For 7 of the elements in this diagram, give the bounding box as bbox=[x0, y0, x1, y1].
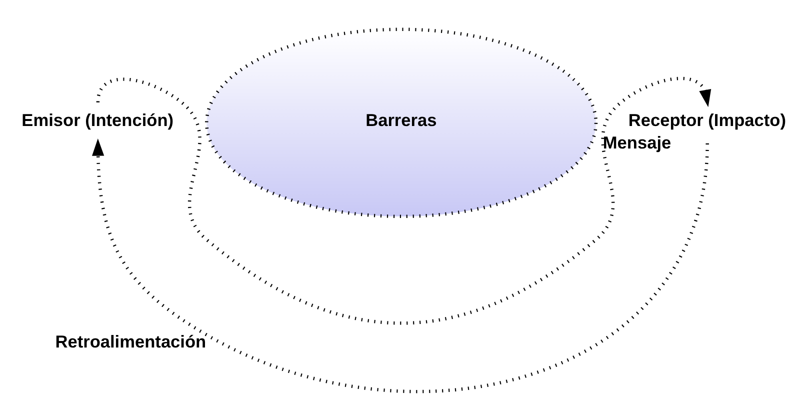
node-text: Receptor (Impacto) bbox=[628, 109, 786, 130]
arrow bbox=[96, 76, 712, 324]
node-text: Emisor (Intención) bbox=[22, 109, 174, 130]
node-ellipse: Barreras bbox=[205, 27, 598, 218]
edge-label: Retroalimentación bbox=[55, 331, 206, 352]
arrow bbox=[92, 138, 709, 392]
edge-label: Mensaje bbox=[602, 132, 672, 152]
